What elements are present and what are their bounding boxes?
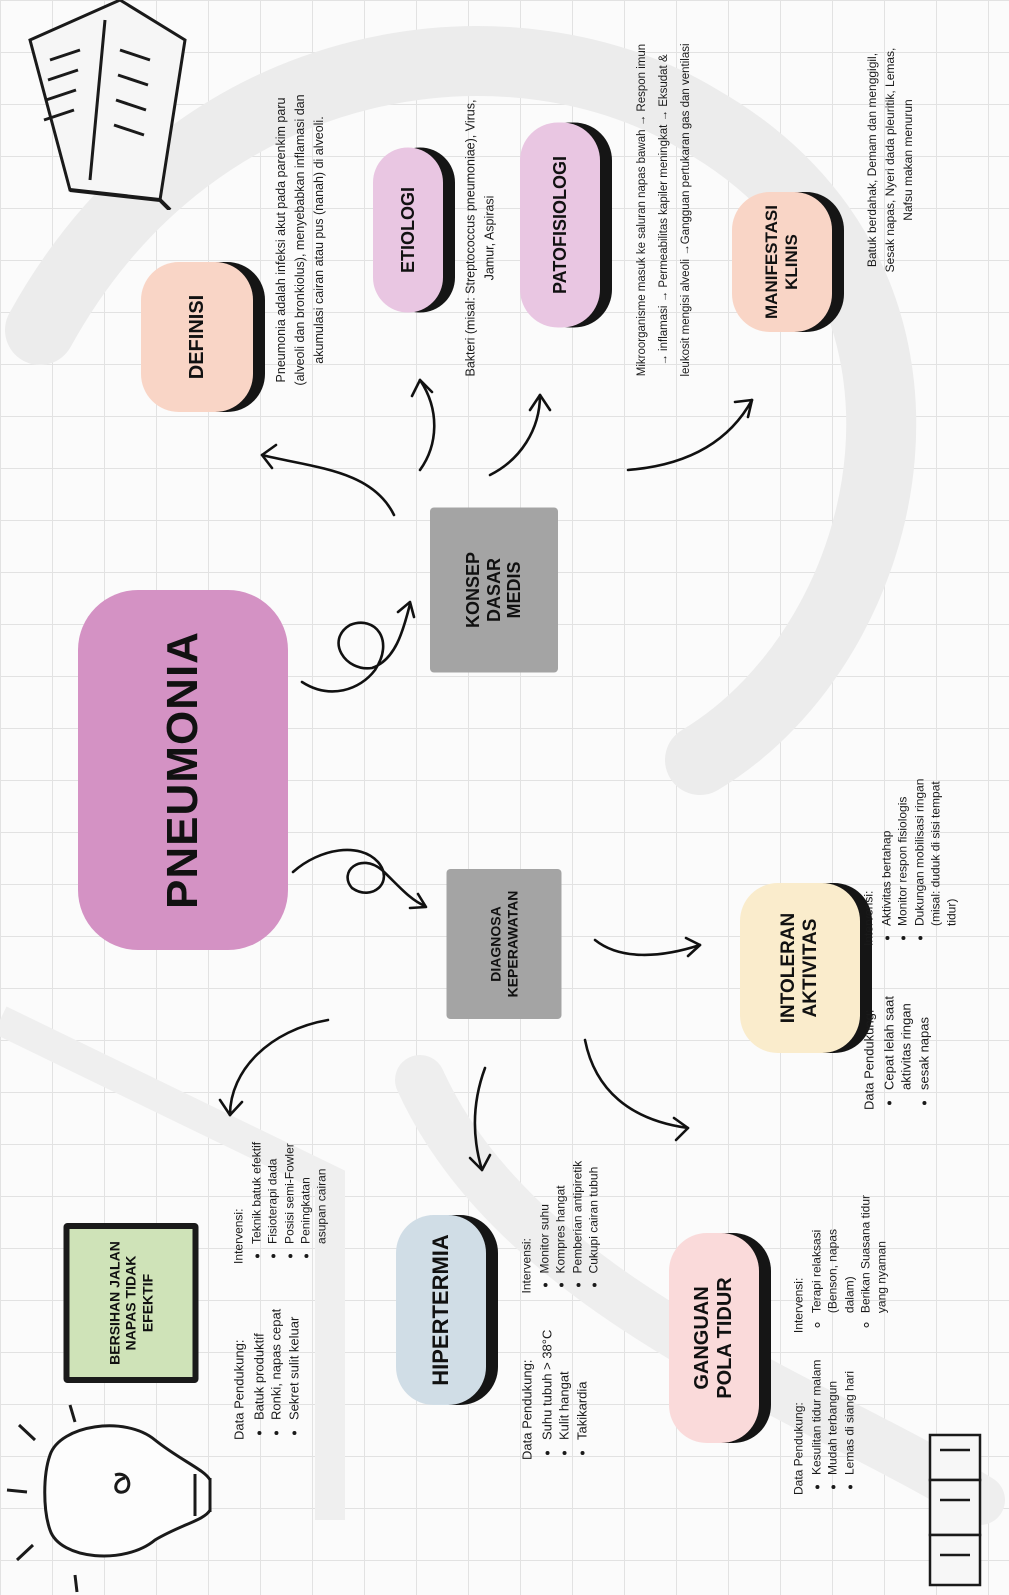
intoleran-box: INTOLERAN AKTIVITAS <box>740 883 860 1053</box>
manifestasi-text: Batuk berdahak, Demam dan menggigil, Ses… <box>865 47 915 273</box>
arrow-to-patofisiologi <box>488 393 542 477</box>
bersihan-data-title: Data Pendukung: <box>231 1339 247 1440</box>
definisi-box: DEFINISI <box>141 262 253 412</box>
bersihan-details: Data Pendukung: Batuk produktif Ronki, n… <box>230 1140 329 1440</box>
hipertermia-details: Data Pendukung: Suhu tubuh > 38°C Kulit … <box>519 1160 602 1460</box>
hipertermia-int-item: Monitor suhu <box>537 1160 553 1273</box>
bersihan-int-item: Peningkatan asupan cairan <box>297 1140 329 1244</box>
arrow-title-to-konsep <box>300 602 412 693</box>
open-book-icon <box>28 0 187 210</box>
bersihan-box: BERSIHAN JALAN NAPAS TIDAK EFEKTIF <box>63 1223 199 1383</box>
intoleran-details: Data Pendukung: Cepat lelah saat aktivit… <box>860 770 959 1110</box>
hipertermia-int-item: Kompres hangat <box>553 1160 569 1273</box>
etiologi-box: ETIOLOGI <box>373 147 443 313</box>
ganguan-int-title: Intervensi: <box>791 1277 806 1334</box>
intoleran-int-item: Aktivitas bertahap <box>879 771 895 926</box>
arrow-to-definisi <box>260 453 396 517</box>
bersihan-int-item: Fisioterapi dada <box>265 1140 281 1244</box>
bersihan-data-item: Sekret sulit keluar <box>285 1278 303 1420</box>
konsep-label: KONSEP DASAR MEDIS <box>462 551 525 629</box>
ganguan-details: Data Pendukung: Kesulitan tidur malam Mu… <box>790 1195 889 1495</box>
intoleran-label: INTOLERAN AKTIVITAS <box>778 912 821 1024</box>
hipertermia-int-item: Pemberian antipiretik <box>569 1160 585 1274</box>
hipertermia-data-item: Takikardia <box>573 1307 591 1440</box>
hipertermia-int-title: Intervensi: <box>519 1238 534 1294</box>
hipertermia-data-title: Data Pendukung: <box>519 1359 535 1460</box>
patofisiologi-box: PATOFISIOLOGI <box>520 122 600 328</box>
ganguan-data-item: Lemas di siang hari <box>841 1347 857 1475</box>
bersihan-label: BERSIHAN JALAN NAPAS TIDAK EFEKTIF <box>106 1241 156 1365</box>
intoleran-int-item: Monitor respon fisiologis <box>895 771 911 926</box>
intoleran-data-item: sesak napas <box>915 960 933 1090</box>
ganguan-data-title: Data Pendukung: <box>791 1402 806 1495</box>
ganguan-int-item: Terapi relaksasi (Benson, napas dalam) <box>809 1195 858 1313</box>
arrow-title-to-diagnosa <box>291 848 427 908</box>
bersihan-int-item: Posisi semi-Fowler <box>281 1140 297 1244</box>
hipertermia-int-item: Cukupi cairan tubuh <box>585 1160 601 1274</box>
ganguan-label: GANGUAN POLA TIDUR <box>691 1277 736 1399</box>
hipertermia-data-item: Kulit hangat <box>556 1307 574 1440</box>
bersihan-data-item: Ronki, napas cepat <box>268 1278 286 1420</box>
bersihan-data-item: Batuk produktif <box>250 1278 268 1420</box>
intoleran-data-item: Cepat lelah saat aktivitas ringan <box>880 960 915 1090</box>
ganguan-int-item: Berikan Suasana tidur yang nyaman <box>857 1195 889 1313</box>
bersihan-int-item: Teknik batuk efektif <box>249 1140 265 1244</box>
arrow-to-bersihan <box>228 1018 330 1117</box>
ganguan-data-item: Kesulitan tidur malam <box>809 1347 825 1475</box>
bersihan-int-title: Intervensi: <box>231 1208 246 1264</box>
arrow-to-hipertermia <box>473 1066 487 1172</box>
manifestasi-box: MANIFESTASI KLINIS <box>732 192 832 332</box>
light-bulb-icon <box>6 1404 212 1593</box>
konsep-box: KONSEP DASAR MEDIS <box>430 507 558 673</box>
hipertermia-label: HIPERTERMIA <box>428 1234 454 1386</box>
arrow-to-ganguan <box>583 1038 690 1130</box>
arrow-to-intoleran <box>593 938 702 957</box>
page-title: PNEUMONIA <box>157 631 207 909</box>
diagnosa-label: DIAGNOSA KEPERAWATAN <box>487 890 520 998</box>
patofisiologi-text: Mikroorganisme masuk ke saluran napas ba… <box>636 43 692 377</box>
ganguan-data-item: Mudah terbangun <box>825 1347 841 1475</box>
intoleran-int-item: Dukungan mobilisasi ringan (misal: duduk… <box>911 771 960 926</box>
title-box: PNEUMONIA <box>78 590 288 950</box>
ganguan-box: GANGUAN POLA TIDUR <box>669 1233 759 1443</box>
patofisiologi-label: PATOFISIOLOGI <box>549 156 570 295</box>
arrow-to-etiologi <box>418 378 436 472</box>
intoleran-data-title: Data Pendukung: <box>861 1009 877 1110</box>
arrow-to-manifestasi <box>626 398 754 472</box>
diagnosa-box: DIAGNOSA KEPERAWATAN <box>446 869 562 1019</box>
manifestasi-label: MANIFESTASI KLINIS <box>762 205 801 319</box>
intoleran-int-title: Intervensi: <box>861 890 876 946</box>
hipertermia-box: HIPERTERMIA <box>396 1215 486 1405</box>
definisi-text: Pneumonia adalah infeksi akut pada paren… <box>273 94 326 386</box>
etiologi-text: Bakteri (misal: Streptococcus pneumoniae… <box>463 99 496 377</box>
definisi-label: DEFINISI <box>185 294 208 380</box>
hipertermia-data-item: Suhu tubuh > 38°C <box>538 1307 556 1440</box>
book-stack-icon <box>928 1433 982 1587</box>
etiologi-label: ETIOLOGI <box>397 187 418 274</box>
